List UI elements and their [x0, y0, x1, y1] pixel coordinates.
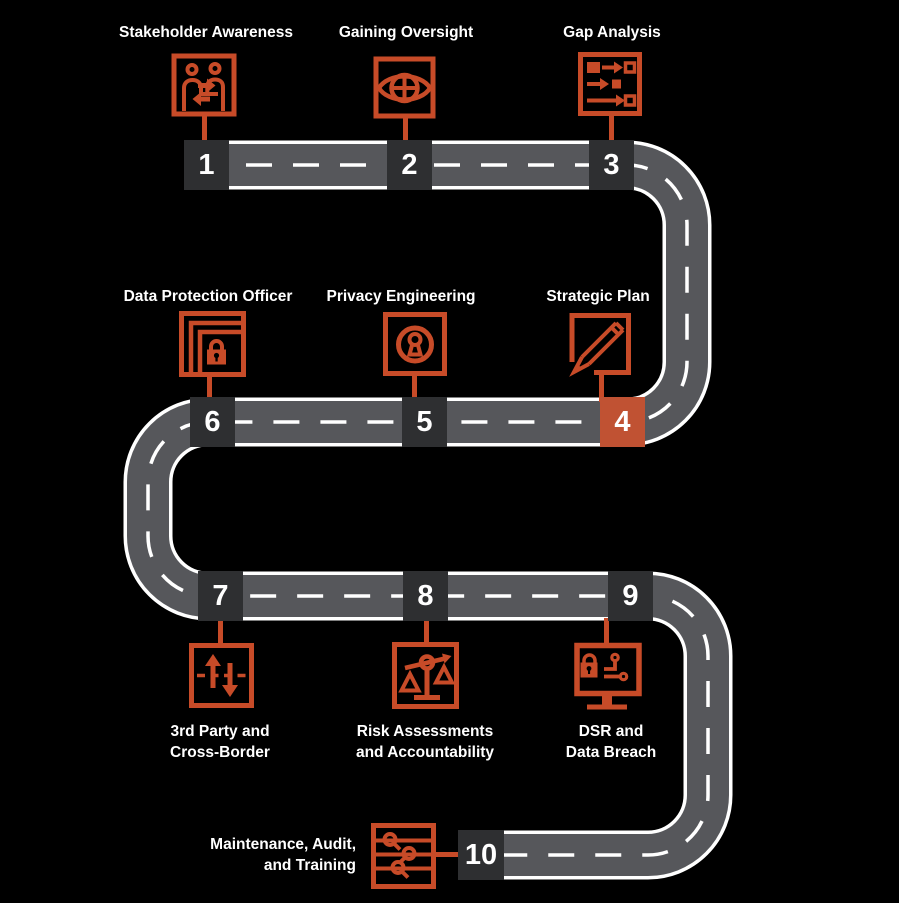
- badge-number-8: 8: [417, 579, 434, 612]
- connector-stem-3: [609, 113, 614, 144]
- milestone-label-4: Strategic Plan: [478, 286, 718, 307]
- milestone-label-8: Risk Assessments and Accountability: [305, 721, 545, 763]
- cross-border-arrows-icon: [189, 643, 254, 708]
- keyhole-icon: [383, 312, 447, 376]
- connector-stem-8: [424, 618, 429, 645]
- label-line: Risk Assessments: [356, 723, 494, 740]
- connector-stem-6: [207, 375, 212, 402]
- label-line: Cross-Border: [170, 744, 270, 761]
- badge-number-1: 1: [198, 148, 215, 181]
- badge-number-9: 9: [622, 579, 639, 612]
- connector-stem-5: [412, 373, 417, 402]
- milestone-label-5: Privacy Engineering: [281, 286, 521, 307]
- connector-stem-9: [604, 618, 609, 645]
- handshake-exchange-icon: [171, 53, 237, 117]
- audit-search-icon: [371, 823, 436, 889]
- eye-oversight-icon: [373, 56, 436, 119]
- milestone-badge-5: 5: [402, 397, 447, 447]
- label-line: Gap Analysis: [563, 24, 661, 41]
- label-line: Privacy Engineering: [326, 288, 476, 305]
- connector-stem-1: [202, 116, 207, 144]
- balance-scale-icon: [392, 642, 459, 709]
- layered-lock-icon: [179, 311, 246, 377]
- connector-stem-4: [599, 374, 604, 402]
- label-line: 3rd Party and: [170, 723, 270, 740]
- badge-number-6: 6: [204, 405, 221, 438]
- milestone-badge-9: 9: [608, 571, 653, 621]
- label-line: Maintenance, Audit,: [210, 836, 356, 853]
- label-line: and Accountability: [355, 744, 495, 761]
- milestone-badge-10: 10: [458, 830, 504, 880]
- label-line: Stakeholder Awareness: [118, 24, 294, 41]
- badge-number-2: 2: [401, 148, 418, 181]
- milestone-label-7: 3rd Party and Cross-Border: [100, 721, 340, 763]
- gap-mapping-icon: [578, 52, 642, 116]
- badge-number-3: 3: [603, 148, 620, 181]
- milestone-label-10: Maintenance, Audit, and Training: [116, 834, 356, 876]
- milestone-label-1: Stakeholder Awareness: [86, 22, 326, 43]
- label-line: DSR and: [578, 723, 644, 740]
- milestone-badge-2: 2: [387, 140, 432, 190]
- milestone-label-9: DSR and Data Breach: [491, 721, 731, 763]
- badge-number-5: 5: [416, 405, 433, 438]
- connector-stem-7: [218, 618, 223, 645]
- label-line: Data Breach: [565, 744, 657, 761]
- badge-number-10: 10: [464, 838, 498, 871]
- badge-number-7: 7: [212, 579, 229, 612]
- milestone-label-6: Data Protection Officer: [88, 286, 328, 307]
- pencil-plan-icon: [569, 313, 631, 377]
- milestone-label-3: Gap Analysis: [492, 22, 732, 43]
- road-center-line: [146, 163, 710, 857]
- label-line: and Training: [263, 857, 356, 874]
- label-line: Gaining Oversight: [338, 24, 474, 41]
- milestone-badge-3: 3: [589, 140, 634, 190]
- label-line: Data Protection Officer: [123, 288, 293, 305]
- milestone-badge-4: 4: [600, 397, 645, 447]
- milestone-badge-8: 8: [403, 571, 448, 621]
- milestone-badge-7: 7: [198, 571, 243, 621]
- badge-number-4: 4: [614, 405, 631, 438]
- connector-stem-2: [403, 116, 408, 144]
- connector-stem-10: [434, 852, 460, 857]
- milestone-label-2: Gaining Oversight: [286, 22, 526, 43]
- milestone-badge-1: 1: [184, 140, 229, 190]
- monitor-breach-icon: [574, 642, 642, 710]
- milestone-badge-6: 6: [190, 397, 235, 447]
- label-line: Strategic Plan: [546, 288, 650, 305]
